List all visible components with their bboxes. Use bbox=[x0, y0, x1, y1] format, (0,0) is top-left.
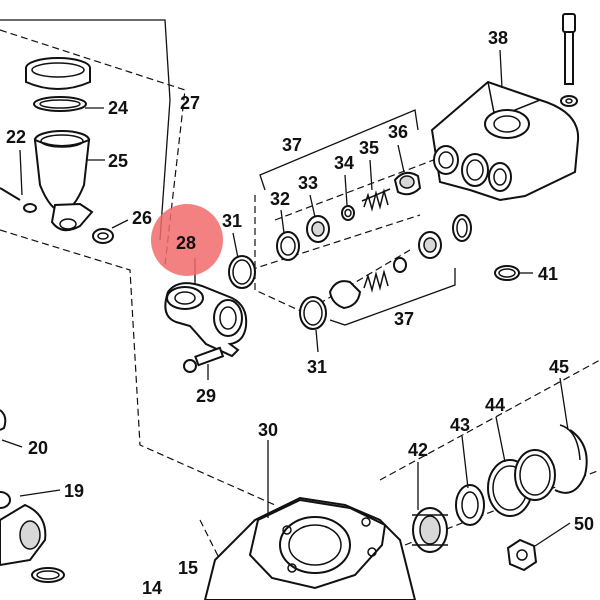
callout-37-lower: 37 bbox=[394, 309, 414, 329]
part-38-manifold bbox=[430, 80, 580, 202]
callout-32: 32 bbox=[270, 189, 290, 209]
callout-24: 24 bbox=[108, 98, 128, 118]
part-42-bearing bbox=[412, 507, 448, 553]
part-31-oring-upper bbox=[228, 255, 256, 289]
callout-44: 44 bbox=[485, 395, 505, 415]
callout-19: 19 bbox=[64, 481, 84, 501]
callout-43: 43 bbox=[450, 415, 470, 435]
part-45-snap-ring bbox=[554, 424, 588, 494]
callout-15: 15 bbox=[178, 558, 198, 578]
callout-33: 33 bbox=[298, 173, 318, 193]
callout-34: 34 bbox=[334, 153, 354, 173]
part-26-oring bbox=[92, 228, 114, 244]
callout-37-upper: 37 bbox=[282, 135, 302, 155]
part-30-crankcase bbox=[203, 496, 417, 600]
callout-42: 42 bbox=[408, 440, 428, 460]
part-cap bbox=[25, 57, 91, 90]
highlight-marker-28 bbox=[151, 204, 223, 276]
part-32-oring bbox=[276, 231, 300, 261]
bracket-27 bbox=[0, 19, 171, 241]
part-50-nut bbox=[506, 538, 538, 572]
bracket-37-bottom bbox=[329, 268, 456, 326]
callout-50: 50 bbox=[574, 514, 594, 534]
part-43-seal bbox=[455, 484, 485, 526]
part-29-bolt bbox=[183, 346, 225, 373]
callout-27: 27 bbox=[180, 93, 200, 113]
part-41-oring bbox=[494, 265, 520, 281]
leader-lines bbox=[1, 49, 571, 547]
callout-20: 20 bbox=[28, 438, 48, 458]
part-valve-lower bbox=[328, 214, 472, 310]
callout-41: 41 bbox=[538, 264, 558, 284]
part-44-ring bbox=[487, 449, 556, 517]
callout-28: 28 bbox=[176, 233, 196, 253]
part-35-spring bbox=[361, 188, 391, 212]
callout-26: 26 bbox=[132, 208, 152, 228]
part-25-reservoir bbox=[33, 130, 94, 232]
part-28-cover bbox=[164, 282, 248, 358]
callout-29: 29 bbox=[196, 386, 216, 406]
part-33-seal bbox=[306, 215, 330, 243]
callout-22: 22 bbox=[6, 127, 26, 147]
part-34-washer bbox=[341, 205, 355, 221]
part-31-oring-lower bbox=[299, 296, 327, 330]
bracket-37-top bbox=[259, 109, 419, 191]
part-24-oring bbox=[33, 96, 87, 112]
callout-45: 45 bbox=[549, 357, 569, 377]
callout-31-upper: 31 bbox=[222, 211, 242, 231]
callout-38: 38 bbox=[488, 28, 508, 48]
callout-31-lower: 31 bbox=[307, 357, 327, 377]
callout-14: 14 bbox=[142, 578, 162, 598]
callout-36: 36 bbox=[388, 122, 408, 142]
callout-30: 30 bbox=[258, 420, 278, 440]
part-22-pin bbox=[0, 187, 37, 213]
part-19-fitting bbox=[0, 491, 65, 583]
part-38-bolt bbox=[560, 13, 578, 107]
callout-35: 35 bbox=[359, 138, 379, 158]
callout-25: 25 bbox=[108, 151, 128, 171]
part-36-valve bbox=[393, 171, 422, 196]
part-20-edge bbox=[0, 409, 7, 431]
callout-labels: 24 25 22 26 27 28 29 31 31 32 33 34 35 3… bbox=[6, 28, 594, 598]
